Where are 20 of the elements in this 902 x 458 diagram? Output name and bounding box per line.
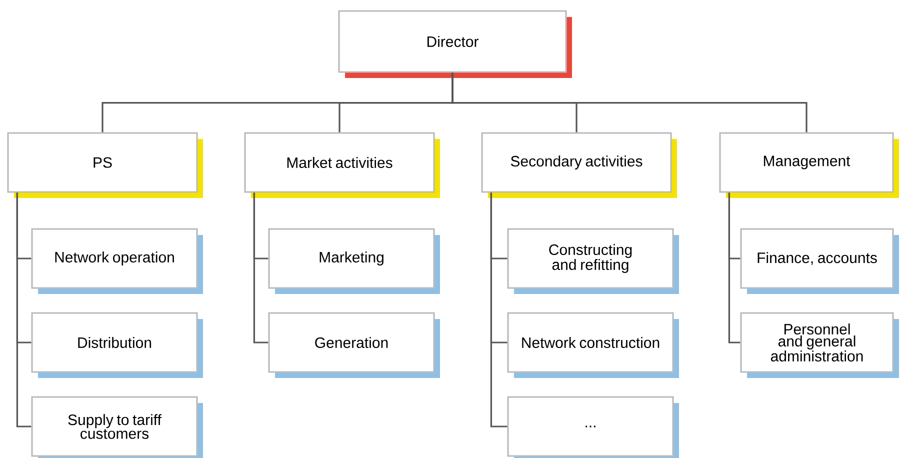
connector-line [253, 192, 268, 344]
org-box: Supply to tariff customers [31, 396, 203, 458]
org-box: Network operation [31, 228, 203, 294]
connector-line [16, 192, 32, 428]
connector-line [728, 192, 740, 344]
org-box: Personnel and general administration [740, 312, 899, 378]
connector-line [452, 72, 808, 132]
org-box: Distribution [31, 312, 203, 378]
org-box: Management [719, 132, 899, 198]
org-box: ... [507, 396, 679, 458]
org-box: Network construction [507, 312, 679, 378]
org-box: PS [7, 132, 203, 198]
org-box: Market activities [244, 132, 440, 198]
org-box: Constructing and refitting [507, 228, 679, 294]
org-box: Finance, accounts [740, 228, 899, 294]
connector-line [490, 192, 508, 428]
org-box: Director [338, 10, 572, 78]
org-box: Marketing [268, 228, 440, 294]
org-box: Generation [268, 312, 440, 378]
org-box: Secondary activities [481, 132, 677, 198]
